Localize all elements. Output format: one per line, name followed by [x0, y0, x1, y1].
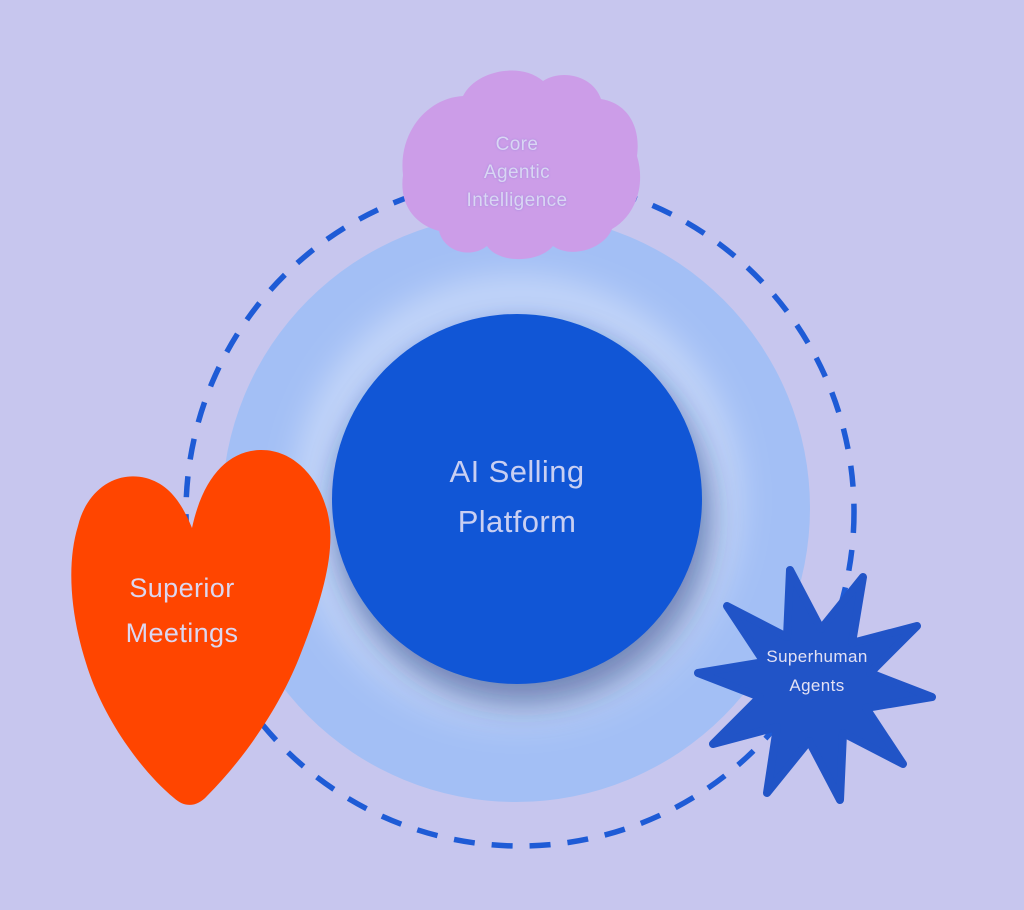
heart-blob-shape [71, 449, 331, 805]
cloud-blob-shape [402, 70, 641, 260]
starburst-shape [694, 566, 936, 804]
center-circle [332, 314, 702, 684]
